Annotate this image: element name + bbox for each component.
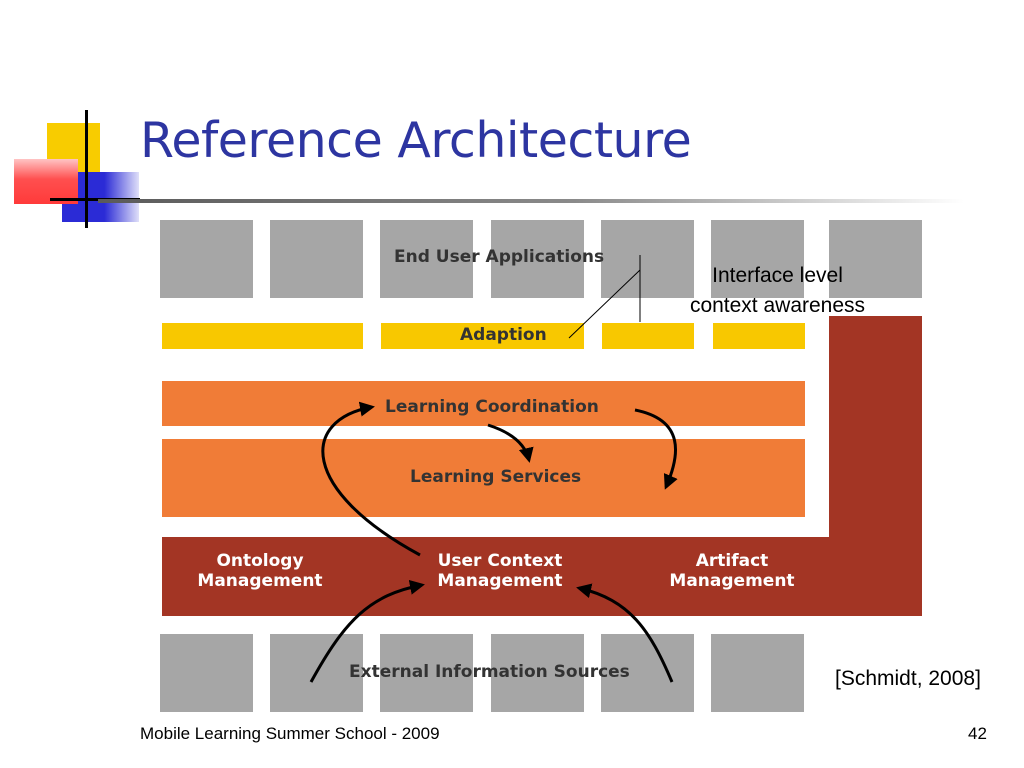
title-decoration-red-square [14, 159, 78, 204]
learning-services-block [162, 439, 805, 517]
slide-title: Reference Architecture [140, 112, 692, 169]
title-underline [98, 199, 964, 203]
sources-to-context-left-arrow [309, 579, 425, 683]
source-block [601, 634, 694, 712]
citation: [Schmidt, 2008] [835, 667, 981, 690]
app-block [711, 220, 804, 298]
adaption-bar [602, 323, 694, 349]
adaption-bar [381, 323, 584, 349]
end-user-applications-label: End User Applications [394, 247, 605, 267]
management-layer-block [162, 537, 922, 616]
learning-services-label: Learning Services [410, 467, 582, 487]
adaption-bar [162, 323, 363, 349]
app-block [270, 220, 363, 298]
external-information-sources-label: External Information Sources [349, 662, 630, 682]
learning-coordination-block [162, 381, 805, 426]
context-to-coordination-arrow [321, 401, 421, 557]
source-block [711, 634, 804, 712]
app-block [601, 220, 694, 298]
app-block [491, 220, 584, 298]
interface-level-callout: Interface level context awareness [689, 264, 866, 317]
callout-pointer-line [568, 269, 641, 339]
artifact-management-label: Artifact Management [669, 551, 795, 592]
ontology-management-label: Ontology Management [197, 551, 323, 592]
adaption-bar [713, 323, 805, 349]
learning-coordination-label: Learning Coordination [385, 397, 599, 417]
app-block [160, 220, 253, 298]
coordination-to-services-arrow [487, 423, 534, 463]
adaption-label: Adaption [460, 325, 547, 345]
sources-to-context-right-arrow [576, 583, 674, 683]
source-block [491, 634, 584, 712]
coordination-to-services-right-arrow [634, 408, 678, 490]
source-block [380, 634, 473, 712]
app-block [380, 220, 473, 298]
title-decoration-horizontal-line [50, 198, 140, 201]
source-block [160, 634, 253, 712]
app-block [829, 220, 922, 298]
user-context-management-label: User Context Management [437, 551, 563, 592]
title-decoration-vertical-line [85, 110, 88, 228]
footer-text: Mobile Learning Summer School - 2009 [140, 724, 440, 743]
page-number: 42 [968, 724, 987, 743]
